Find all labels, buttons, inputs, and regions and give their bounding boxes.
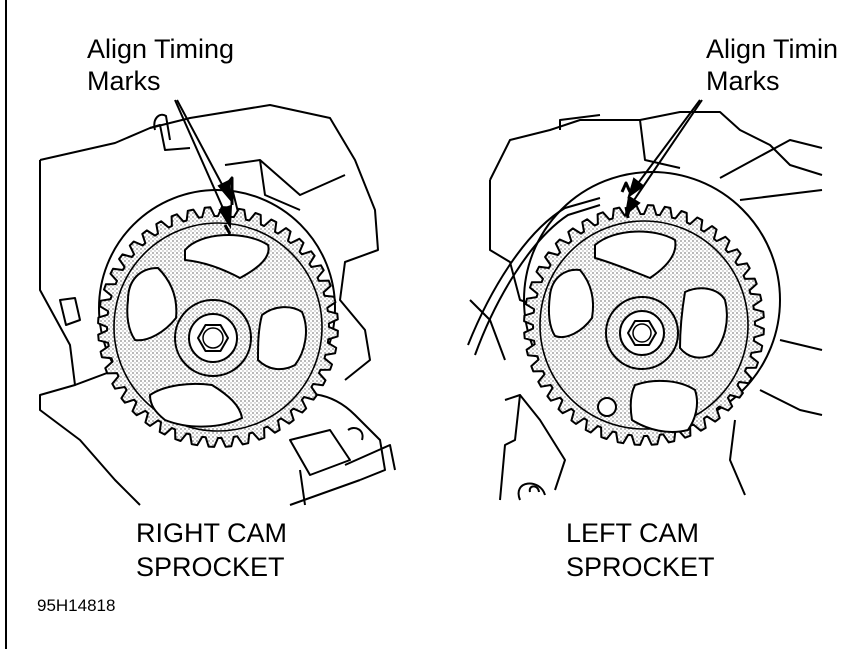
right-cam-callout-line2: Marks [87, 66, 161, 96]
left-cam-callout-arrows [624, 99, 703, 217]
figure-code: 95H14818 [37, 596, 116, 615]
left-cam-caption-line1: LEFT CAM [566, 518, 700, 548]
right-cam-caption-line2: SPROCKET [136, 552, 285, 582]
right-cam-window-left [126, 267, 178, 342]
left-cam-dowel-pin [597, 397, 617, 417]
left-cam-timing-mark-housing [620, 181, 632, 193]
left-cam-caption-line2: SPROCKET [566, 552, 715, 582]
right-cam-callout-arrows [174, 99, 233, 230]
left-cam-bolt-washer [632, 323, 652, 343]
right-cam-window-right [257, 306, 307, 371]
left-cam-callout-line1: Align Timin [706, 34, 839, 64]
right-cam-caption-line1: RIGHT CAM [136, 518, 288, 548]
right-cam-sprocket-inner-rim [113, 222, 323, 432]
right-cam-timing-mark-sprocket [223, 224, 232, 235]
right-cam-window-bottom [149, 382, 243, 428]
left-cam-window-bottom [629, 379, 698, 433]
left-cam-callout-line2: Marks [706, 66, 780, 96]
left-cam-window-right [679, 287, 728, 359]
right-cam-window-top [184, 234, 270, 279]
left-cam-sprocket-inner-rim [539, 220, 749, 430]
right-cam-callout-line1: Align Timing [87, 34, 235, 64]
left-cam-sprocket [523, 181, 765, 446]
right-cam-sprocket [97, 176, 339, 448]
left-cam-window-top [594, 230, 677, 279]
right-cam-bolt-washer [202, 327, 224, 349]
left-cam-window-left [547, 268, 595, 338]
